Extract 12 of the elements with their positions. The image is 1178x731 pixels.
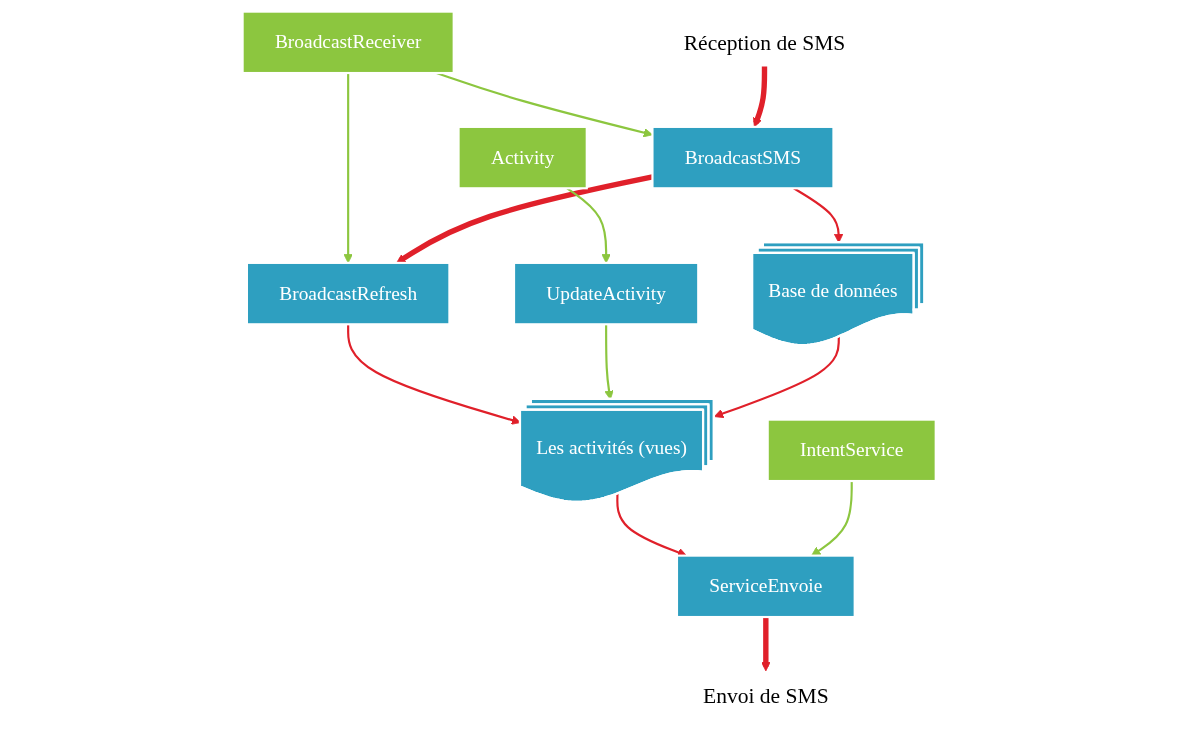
node-box: BroadcastRefresh [245,261,451,326]
node-box: ServiceEnvoie [675,554,856,619]
node-text: Envoi de SMS [702,683,829,707]
node-text: Réception de SMS [683,30,846,55]
node-box: BroadcastReceiver [241,10,455,75]
node-box: BroadcastSMS [651,125,835,190]
node-box: Activity [457,125,588,190]
arrow [396,174,653,264]
arrow [760,617,771,672]
node-box: IntentService [766,418,937,483]
node-box: UpdateActivity [512,261,700,326]
arrow [713,337,840,419]
